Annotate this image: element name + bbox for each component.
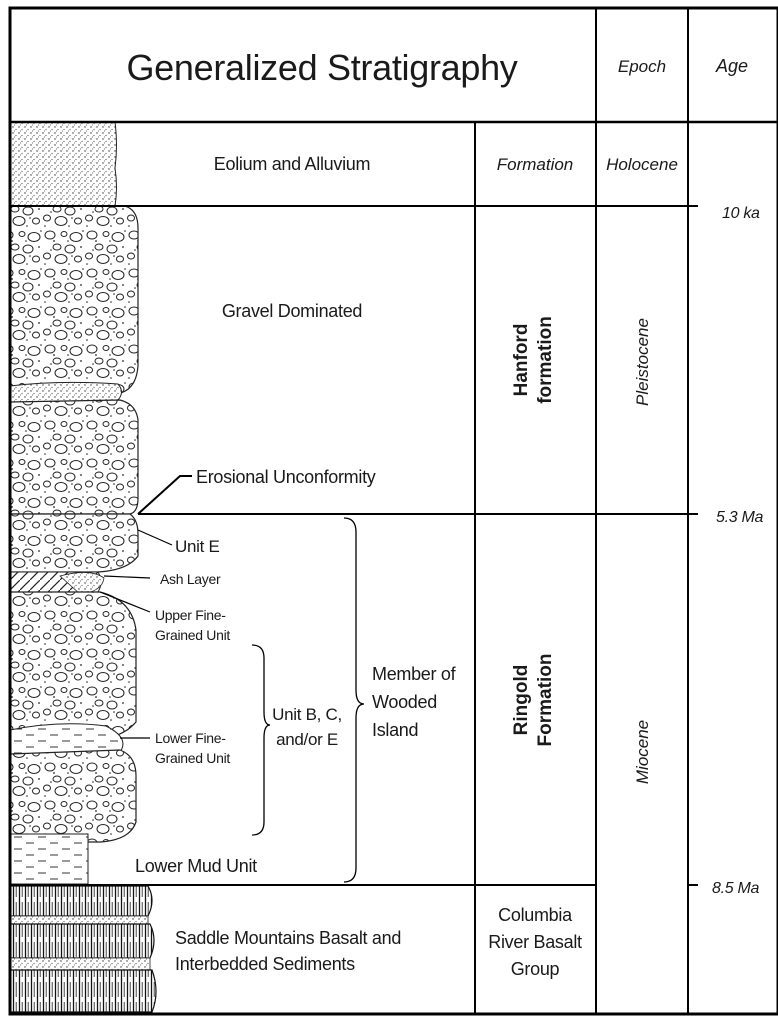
gravel-dominated-label: Gravel Dominated (222, 301, 362, 321)
unit-e-label: Unit E (175, 537, 220, 556)
lower-fine-label-2: Grained Unit (155, 750, 230, 766)
age-10ka: 10 ka (722, 205, 760, 222)
eolium-formation-label: Formation (497, 155, 574, 174)
lower-mud-label: Lower Mud Unit (135, 856, 257, 876)
wooded-island-brace (343, 517, 365, 883)
epoch-header: Epoch (618, 57, 666, 76)
age-5-3ma: 5.3 Ma (716, 509, 764, 526)
ash-layer-leader (103, 575, 151, 579)
svg-text:Ringold: Ringold (511, 665, 532, 736)
holocene-label: Holocene (606, 155, 678, 174)
erosional-unconformity-label: Erosional Unconformity (196, 467, 376, 487)
basalt-label-2: Interbedded Sediments (175, 954, 355, 974)
ringold-formation-label: Ringold Formation (511, 654, 556, 747)
member-label-2: Wooded (372, 692, 437, 712)
basalt-interbed-2 (9, 957, 151, 971)
upper-fine-label-2: Grained Unit (155, 627, 230, 643)
columbia-group-label-1: Columbia (498, 905, 573, 925)
hanford-gravel-upper (9, 205, 139, 395)
lower-fine-label-1: Lower Fine- (155, 730, 226, 746)
unit-b-gravel (9, 591, 137, 739)
columbia-group-label-3: Group (511, 959, 560, 979)
diagram-title: Generalized Stratigraphy (126, 47, 517, 88)
svg-text:formation: formation (535, 316, 556, 404)
upper-fine-leader (99, 591, 151, 613)
pleistocene-label: Pleistocene (633, 318, 652, 406)
unit-bce-label-2: and/or E (276, 730, 338, 749)
eolium-label: Eolium and Alluvium (214, 154, 370, 174)
eolium-deposit (9, 121, 117, 207)
age-header: Age (715, 56, 748, 76)
lower-mud-layer (9, 833, 89, 885)
columbia-group-label-2: River Basalt (488, 932, 582, 952)
unit-e-leader (137, 529, 173, 546)
member-label-1: Member of (372, 664, 457, 684)
hanford-gravel-lower (9, 399, 139, 515)
miocene-label: Miocene (633, 720, 652, 784)
sand-lens (9, 381, 122, 405)
outer-border (8, 6, 778, 1016)
basalt-flow-3 (9, 969, 157, 1013)
svg-text:Hanford: Hanford (511, 324, 532, 397)
basalt-flow-1 (9, 885, 153, 917)
age-8-5ma: 8.5 Ma (712, 880, 760, 897)
unit-bce-label-1: Unit B, C, (272, 705, 342, 724)
table-grid (8, 6, 778, 1016)
upper-fine-label-1: Upper Fine- (155, 607, 226, 623)
lithology-column (9, 121, 157, 1013)
unit-e-gravel (9, 513, 139, 573)
lower-fine-grained-layer (9, 723, 124, 757)
hanford-formation-label: Hanford formation (511, 316, 556, 404)
basalt-flow-2 (9, 923, 155, 959)
basalt-label-1: Saddle Mountains Basalt and (175, 928, 401, 948)
basalt-interbed-1 (9, 915, 149, 925)
member-label-3: Island (372, 720, 418, 740)
ash-layer-label: Ash Layer (160, 571, 221, 587)
svg-text:Formation: Formation (535, 654, 556, 747)
unconformity-leader (137, 475, 192, 515)
lower-gravel (9, 749, 137, 843)
unit-bce-brace (251, 644, 271, 836)
